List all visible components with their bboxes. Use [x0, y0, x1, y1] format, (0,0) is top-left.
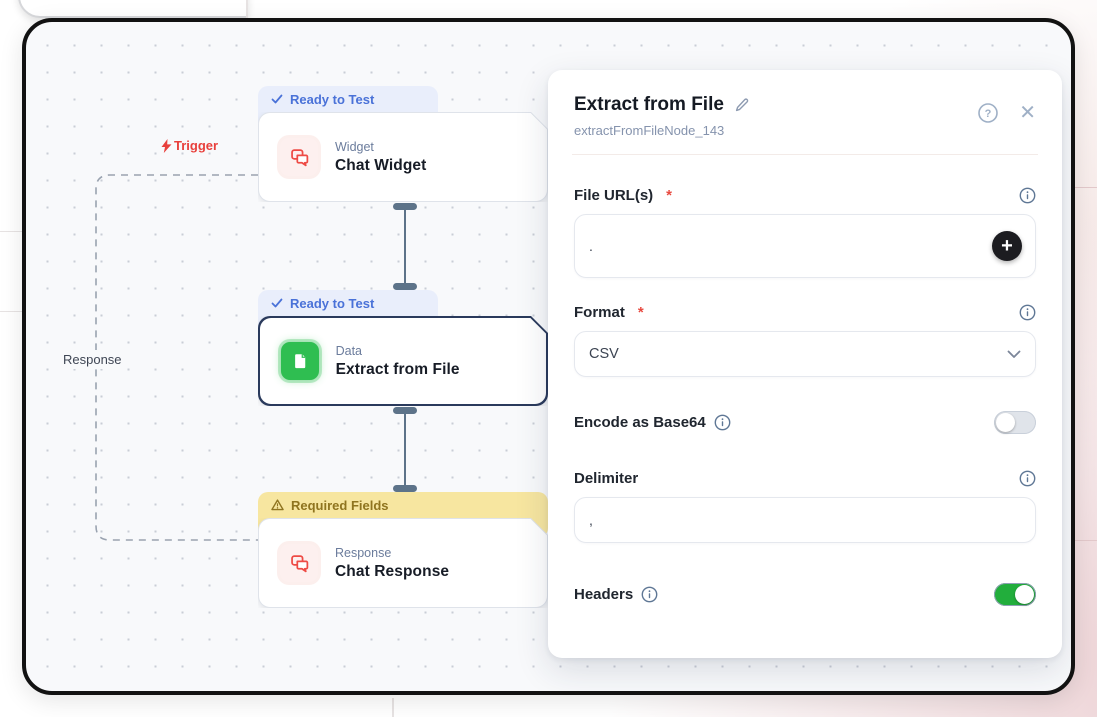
warning-icon — [271, 499, 284, 511]
chat-bubbles-icon — [280, 138, 318, 176]
trigger-edge-label: Trigger — [161, 138, 218, 153]
edit-title-icon[interactable] — [734, 97, 750, 113]
encode-base64-toggle[interactable] — [994, 411, 1036, 434]
format-select[interactable]: CSV — [574, 331, 1036, 377]
background-divider — [1075, 540, 1097, 541]
node-title: Chat Response — [335, 562, 450, 580]
chevron-down-icon — [1007, 350, 1021, 358]
headers-toggle[interactable] — [994, 583, 1036, 606]
delimiter-label: Delimiter — [574, 470, 639, 487]
trigger-label-text: Trigger — [174, 138, 219, 153]
node-category: Response — [335, 545, 392, 560]
close-panel-icon[interactable]: ✕ — [1019, 102, 1036, 124]
background-divider — [0, 231, 22, 232]
node-id: extractFromFileNode_143 — [574, 123, 725, 138]
check-icon — [271, 298, 283, 308]
info-icon[interactable] — [641, 586, 658, 603]
background-divider — [1075, 187, 1097, 188]
node-chat-response[interactable]: Required Fields Response Chat Response — [258, 492, 548, 608]
node-category: Widget — [335, 139, 374, 154]
add-url-button[interactable]: + — [992, 231, 1022, 261]
background-divider — [0, 311, 22, 312]
info-icon[interactable] — [714, 414, 731, 431]
headers-label: Headers — [574, 586, 658, 603]
node-title: Extract from File — [335, 360, 460, 378]
encode-base64-label: Encode as Base64 — [574, 414, 731, 431]
divider — [572, 154, 1038, 155]
check-icon — [271, 94, 283, 104]
panel-title: Extract from File — [574, 94, 724, 115]
file-icon — [281, 342, 319, 380]
node-chat-widget[interactable]: Ready to Test Widget Chat Widget — [258, 86, 548, 202]
file-urls-input[interactable]: . + — [574, 214, 1036, 278]
info-icon[interactable] — [1019, 470, 1036, 487]
background-window-corner — [18, 0, 248, 18]
node-category: Data — [335, 343, 362, 358]
svg-text:?: ? — [985, 108, 992, 120]
format-label: Format* — [574, 304, 644, 321]
info-icon[interactable] — [1019, 187, 1036, 204]
connector-extract-chatresponse — [393, 407, 417, 492]
node-title: Chat Widget — [335, 156, 427, 174]
background-divider — [392, 698, 394, 717]
connector-chatwidget-extract — [393, 203, 417, 290]
background-divider — [246, 0, 248, 18]
workflow-canvas[interactable]: Trigger Response Ready to Test — [26, 22, 1071, 691]
delimiter-input[interactable]: , — [574, 497, 1036, 543]
response-edge-label: Response — [58, 350, 127, 369]
info-icon[interactable] — [1019, 304, 1036, 321]
help-icon[interactable]: ? — [977, 102, 999, 124]
node-extract-from-file[interactable]: Ready to Test Data Extract from File — [258, 290, 548, 406]
chat-bubbles-icon — [280, 544, 318, 582]
workflow-window: Trigger Response Ready to Test — [22, 18, 1075, 695]
file-urls-label: File URL(s)* — [574, 187, 673, 204]
node-config-panel: Extract from File extractFromFileNode_14… — [548, 70, 1062, 658]
lightning-icon — [161, 138, 172, 153]
